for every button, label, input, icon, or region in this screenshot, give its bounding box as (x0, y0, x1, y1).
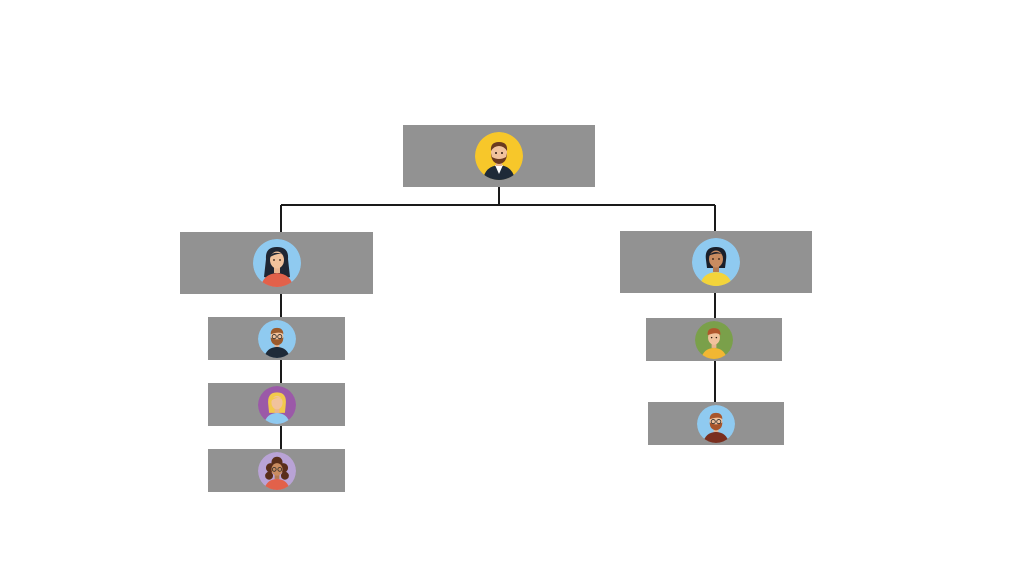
node-right-report-1[interactable] (646, 318, 782, 361)
node-left-report-1[interactable] (208, 317, 345, 360)
node-left-report-3[interactable] (208, 449, 345, 492)
node-ceo[interactable] (403, 125, 595, 187)
woman-yellow-top-avatar-icon (692, 238, 740, 286)
node-left-manager[interactable] (180, 232, 373, 294)
node-right-manager[interactable] (620, 231, 812, 293)
man-glasses-beard-avatar-icon (697, 404, 735, 443)
node-right-report-2[interactable] (648, 402, 784, 445)
woman-curly-hair-avatar-icon (257, 451, 296, 490)
man-glasses-avatar-icon (257, 319, 296, 358)
man-beard-avatar-icon (475, 132, 523, 180)
node-left-report-2[interactable] (208, 383, 345, 426)
woman-blonde-avatar-icon (257, 385, 296, 424)
man-green-bg-avatar-icon (695, 320, 733, 359)
woman-dark-hair-avatar-icon (252, 239, 301, 287)
